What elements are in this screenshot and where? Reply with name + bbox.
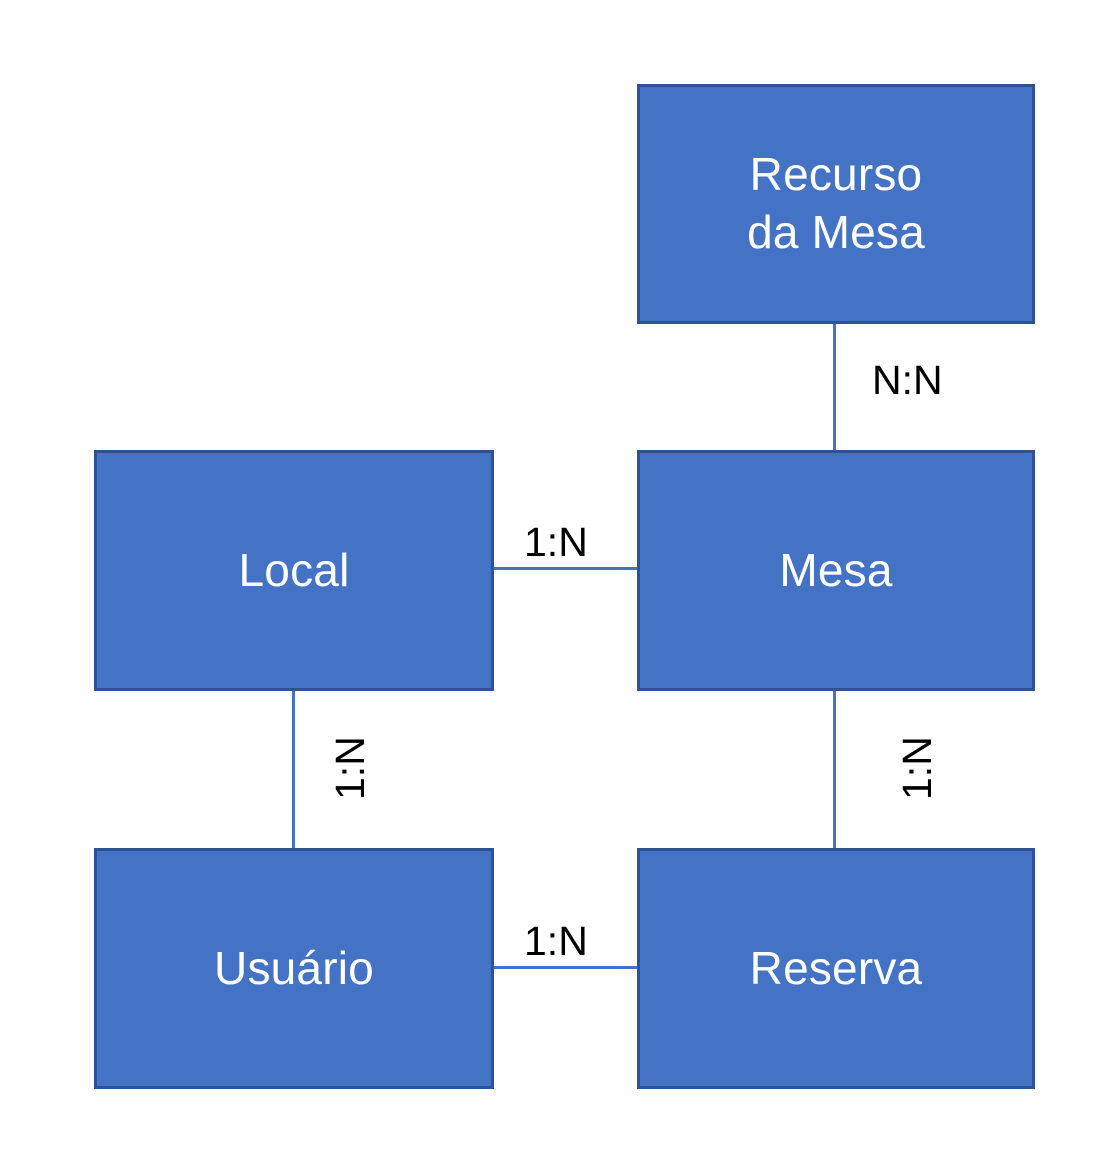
cardinality-label-usuario-reserva: 1:N [524,918,588,964]
entity-label-mesa: Mesa [779,543,893,596]
entity-label-local: Local [238,543,350,596]
cardinality-label-local-mesa: 1:N [524,519,588,565]
entity-label-reserva: Reserva [749,941,923,994]
entity-box-reserva[interactable]: Reserva [637,848,1035,1089]
connector-usuario-to-reserva [493,966,638,969]
connector-mesa-to-reserva [833,689,836,850]
entity-box-recurso-da-mesa[interactable]: Recurso da Mesa [637,84,1035,324]
cardinality-label-mesa-reserva: 1:N [894,736,940,800]
entity-box-local[interactable]: Local [94,450,494,691]
connector-local-to-usuario [292,689,295,850]
entity-label-usuario: Usuário [214,941,374,994]
connector-local-to-mesa [493,567,638,570]
cardinality-label-local-usuario: 1:N [327,736,373,800]
entity-box-usuario[interactable]: Usuário [94,848,494,1089]
connector-recurso-da-mesa-to-mesa [833,322,836,452]
entity-box-mesa[interactable]: Mesa [637,450,1035,691]
cardinality-label-recurso-da-mesa-mesa: N:N [872,357,943,403]
entity-label-recurso-da-mesa: Recurso da Mesa [747,148,925,258]
